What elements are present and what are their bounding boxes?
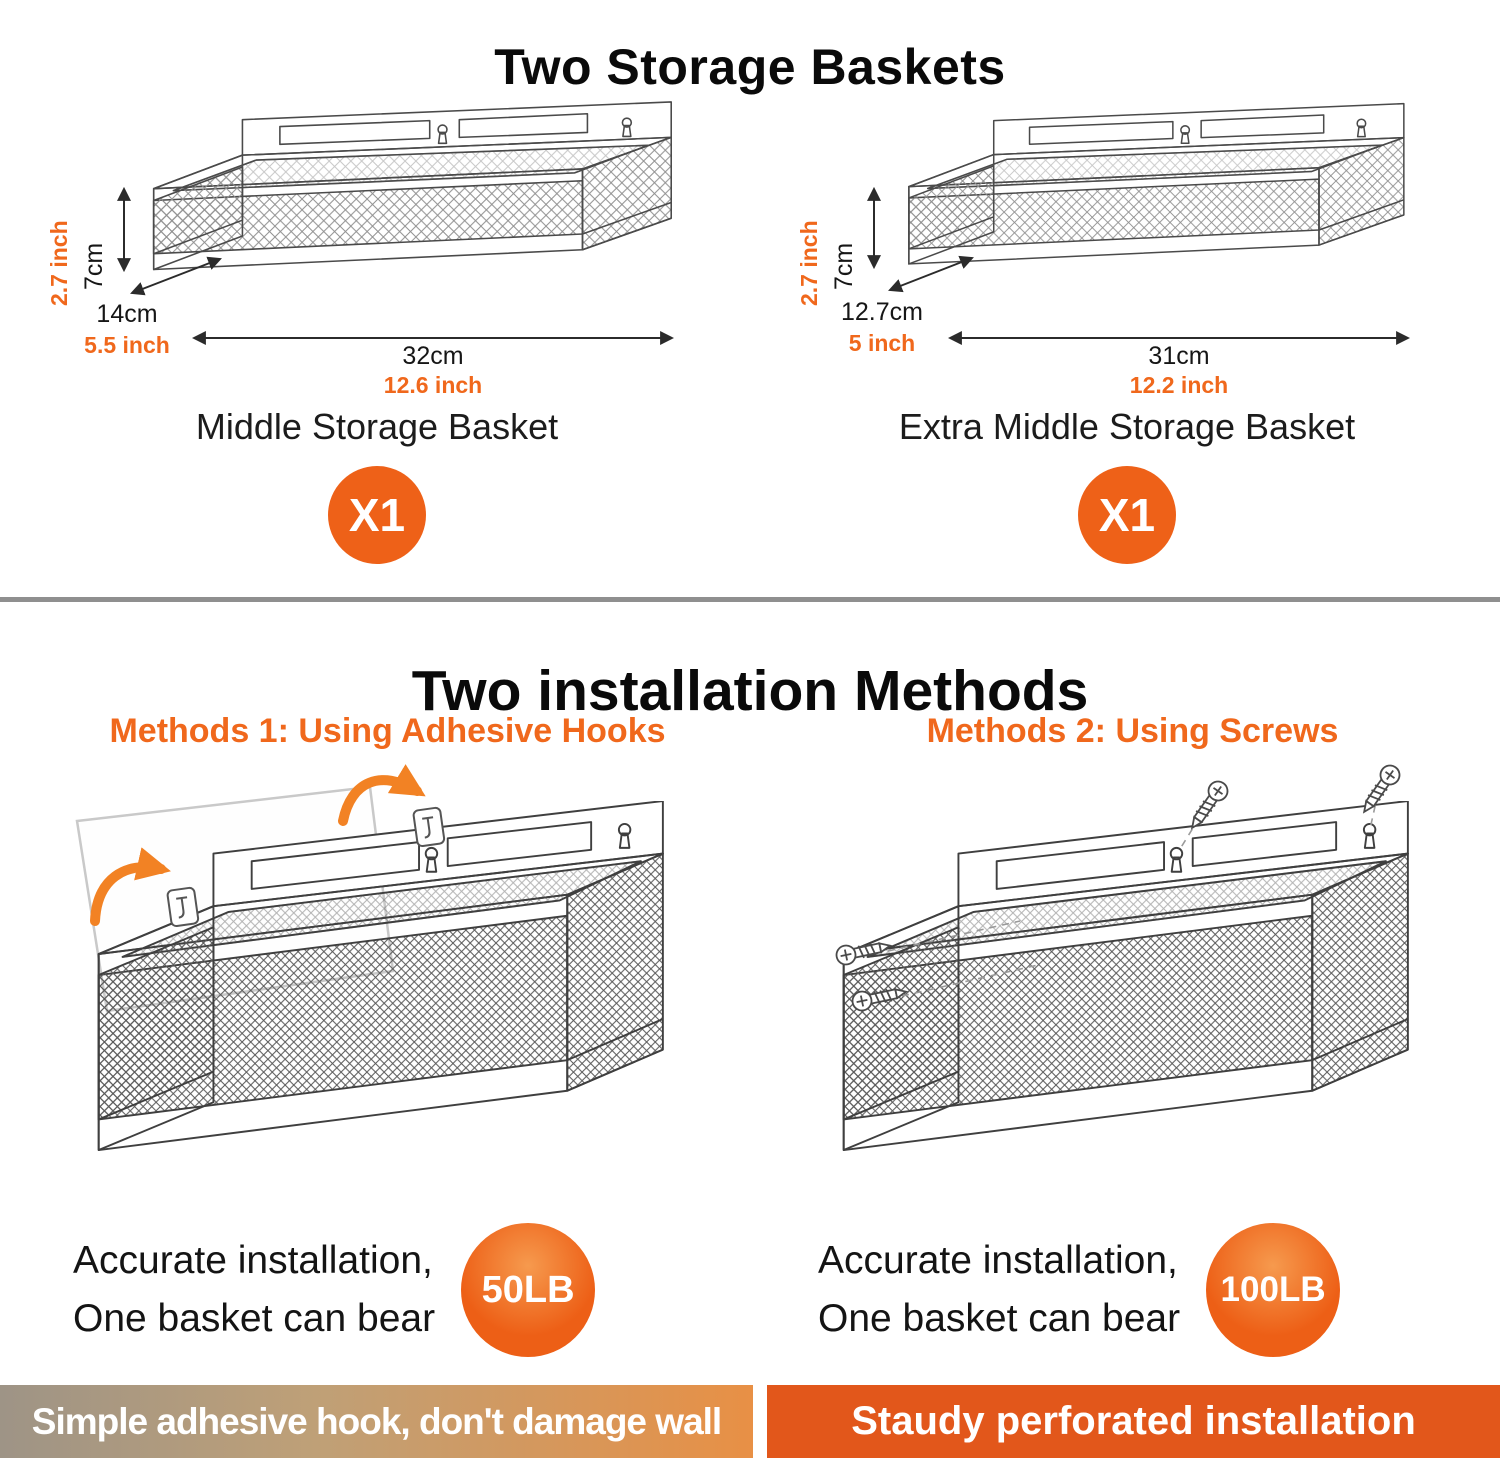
screw-icon <box>1183 776 1233 835</box>
screw-icon <box>1355 760 1405 819</box>
method-2-column: Methods 2: Using Screws Accurate install… <box>770 712 1495 1357</box>
width-inch-label: 12.6 inch <box>383 372 483 398</box>
screw-icon <box>833 935 893 968</box>
basket-caption: Extra Middle Storage Basket <box>898 406 1356 447</box>
capacity-badge-100lb: 100LB <box>1206 1223 1341 1357</box>
method-2-illustration <box>770 759 1495 1211</box>
depth-inch-label: 5 inch <box>848 330 916 356</box>
quantity-badge: X1 <box>328 466 426 564</box>
method-1-illustration <box>25 759 750 1211</box>
width-cm-label: 32cm <box>402 342 464 370</box>
curved-arrow-icon <box>338 764 426 826</box>
method-1-note: Accurate installation, One basket can be… <box>73 1232 435 1349</box>
note-line-1: Accurate installation, <box>73 1238 433 1282</box>
note-line-2: One basket can bear <box>818 1297 1181 1340</box>
method-1-heading: Methods 1: Using Adhesive Hooks <box>109 712 666 750</box>
screw-guide-lines <box>887 792 1379 997</box>
method-1-capacity-row: Accurate installation, One basket can be… <box>25 1223 750 1357</box>
curved-arrow-icon <box>90 847 171 926</box>
dimension-arrows <box>117 186 675 345</box>
section-divider <box>0 597 1500 602</box>
capacity-badge-50lb: 50LB <box>461 1223 596 1357</box>
double-headed-arrow-icon <box>130 256 222 296</box>
top-section-title: Two Storage Baskets <box>494 38 1006 95</box>
method-2-note: Accurate installation, One basket can be… <box>818 1232 1180 1349</box>
width-cm-label: 31cm <box>1148 342 1210 370</box>
banner-screws: Staudy perforated installation <box>767 1385 1500 1458</box>
height-cm-label: 7cm <box>830 242 858 290</box>
method-2-capacity-row: Accurate installation, One basket can be… <box>770 1223 1495 1357</box>
note-line-2: One basket can bear <box>73 1297 436 1340</box>
screw-icon <box>849 981 909 1014</box>
bottom-section-title: Two installation Methods <box>411 659 1089 724</box>
dimension-arrows <box>867 186 1411 345</box>
height-cm-label: 7cm <box>80 242 108 290</box>
middle-basket-illustration: 2.7 inch 7cm 14cm 5.5 inch 32cm 12.6 inc… <box>22 92 732 404</box>
height-inch-label: 2.7 inch <box>46 220 72 306</box>
note-line-1: Accurate installation, <box>818 1238 1178 1282</box>
depth-inch-label: 5.5 inch <box>84 332 170 358</box>
depth-cm-label: 12.7cm <box>841 298 923 326</box>
adhesive-hook-icon <box>166 886 200 928</box>
height-inch-label: 2.7 inch <box>796 220 822 306</box>
extra-middle-basket-illustration: 2.7 inch 7cm 12.7cm 5 inch 31cm 12.2 inc… <box>772 92 1482 404</box>
double-headed-arrow-icon <box>888 255 974 293</box>
screws-decoration <box>833 760 1405 1014</box>
banner-adhesive: Simple adhesive hook, don't damage wall <box>0 1385 753 1458</box>
adhesive-hooks-decoration <box>90 764 446 928</box>
quantity-badge: X1 <box>1078 466 1176 564</box>
method-1-column: Methods 1: Using Adhesive Hooks Accurate… <box>25 712 750 1357</box>
basket-caption: Middle Storage Basket <box>195 406 559 447</box>
method-2-heading: Methods 2: Using Screws <box>926 712 1339 750</box>
middle-basket-figure: 2.7 inch 7cm 14cm 5.5 inch 32cm 12.6 inc… <box>22 92 732 564</box>
adhesive-hook-icon <box>412 806 446 848</box>
width-inch-label: 12.2 inch <box>1129 372 1229 398</box>
extra-middle-basket-figure: 2.7 inch 7cm 12.7cm 5 inch 31cm 12.2 inc… <box>772 92 1482 564</box>
depth-cm-label: 14cm <box>96 300 158 328</box>
